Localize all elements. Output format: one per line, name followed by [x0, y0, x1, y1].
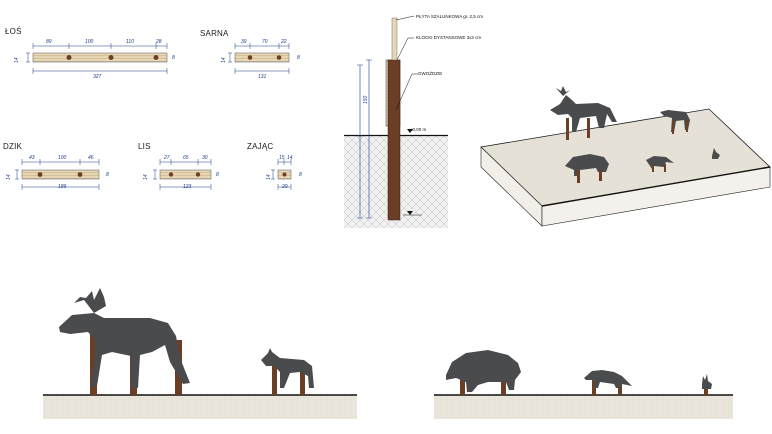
- lis-dim-2: 65: [183, 155, 189, 161]
- plan-los: [26, 43, 168, 74]
- iso-hare: [712, 148, 720, 159]
- zajac-dim-1: 15: [279, 155, 285, 161]
- plan-lis: [153, 159, 212, 190]
- los-dim-1: 89: [46, 39, 52, 45]
- dzik-dim-3: 46: [88, 155, 94, 161]
- sarna-dim-3: 22: [281, 39, 287, 45]
- sarna-dim-side: 8: [297, 55, 300, 61]
- elevation-fox: [584, 370, 632, 388]
- los-dim-3: 110: [126, 39, 134, 45]
- elevation-right: [434, 350, 733, 419]
- sarna-dim-1: 39: [241, 39, 247, 45]
- iso-moose: [550, 86, 617, 132]
- isometric-board: [480, 86, 771, 227]
- note-spacers: KLOCKI DYSTANSOWE 3x3 cm: [416, 35, 482, 40]
- sarna-dim-total: 131: [258, 74, 267, 80]
- lis-dim-1: 27: [164, 155, 170, 161]
- plan-sarna: [228, 43, 290, 74]
- dzik-dim-2: 100: [58, 155, 67, 161]
- plan-label-los: ŁOŚ: [5, 27, 22, 36]
- los-dim-2: 100: [85, 39, 94, 45]
- los-dim-4: 28: [156, 39, 162, 45]
- plan-label-sarna: SARNA: [200, 29, 229, 38]
- lis-dim-side: 8: [216, 172, 219, 178]
- iso-boar: [565, 154, 609, 176]
- plan-label-dzik: DZIK: [3, 142, 23, 151]
- zajac-dim-side: 8: [299, 172, 302, 178]
- elevation-deer: [261, 348, 314, 388]
- plan-label-lis: LIS: [138, 142, 151, 151]
- elevation-left: [43, 288, 357, 419]
- elevation-boar: [446, 350, 521, 392]
- level-zero: ±0,00 m: [410, 127, 427, 132]
- plan-label-zajac: ZAJĄC: [247, 142, 274, 151]
- elevation-moose: [59, 288, 190, 388]
- los-dim-total: 327: [93, 74, 102, 80]
- note-nails: GWOŹDZIE: [418, 71, 443, 76]
- iso-deer: [660, 110, 690, 132]
- dzik-dim-side: 8: [106, 172, 109, 178]
- section-detail: [344, 15, 448, 228]
- note-plywood: PŁYTA SZALUNKOWA gr. 2,5 cm: [416, 14, 484, 19]
- plan-zajac: [271, 159, 292, 190]
- plan-dzik: [15, 159, 100, 190]
- sarna-dim-2: 70: [262, 39, 268, 45]
- elevation-hare: [702, 374, 712, 389]
- zajac-dim-2: 14: [287, 155, 293, 161]
- lis-dim-3: 30: [202, 155, 208, 161]
- dzik-dim-1: 43: [29, 155, 35, 161]
- los-dim-side: 8: [172, 55, 175, 61]
